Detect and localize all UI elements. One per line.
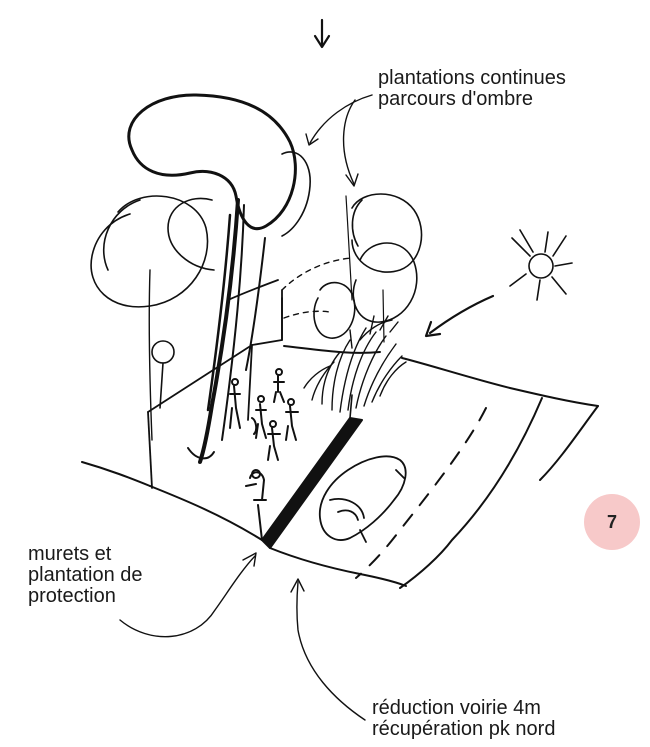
annotation-plantations-line-2: parcours d'ombre [378, 88, 533, 110]
annotation-plantations-line-1: plantations continues [378, 67, 566, 89]
annotation-arrows [119, 94, 495, 721]
left-wall [147, 279, 283, 489]
car [318, 455, 407, 543]
tree-canopies-right [313, 193, 423, 343]
annotation-murets-line-1: murets et [28, 543, 112, 565]
lamp-tree [151, 340, 175, 409]
down-arrow-icon [313, 18, 331, 49]
dashed-guides [281, 257, 353, 319]
page-number-badge: 7 [584, 494, 640, 550]
annotation-murets-line-3: protection [28, 585, 116, 607]
pedestrians [229, 368, 299, 501]
annotation-murets-line-2: plantation de [28, 564, 143, 586]
sun-icon [509, 229, 573, 301]
annotation-reduction-line-1: réduction voirie 4m [372, 697, 541, 719]
annotation-murets: murets et plantation de protection [28, 544, 143, 607]
annotation-reduction: réduction voirie 4m récupération pk nord [372, 698, 555, 740]
tree-canopy-large [127, 93, 311, 271]
ground-outline [81, 345, 381, 541]
planted-strip [257, 394, 363, 549]
road-centerline [355, 407, 487, 579]
annotation-plantations: plantations continues parcours d'ombre [378, 68, 566, 110]
grass-hedge [303, 315, 407, 413]
tree-canopy-left [90, 195, 209, 308]
annotation-reduction-line-2: récupération pk nord [372, 718, 556, 740]
tree-trunks [148, 198, 266, 464]
page-number: 7 [606, 511, 617, 532]
